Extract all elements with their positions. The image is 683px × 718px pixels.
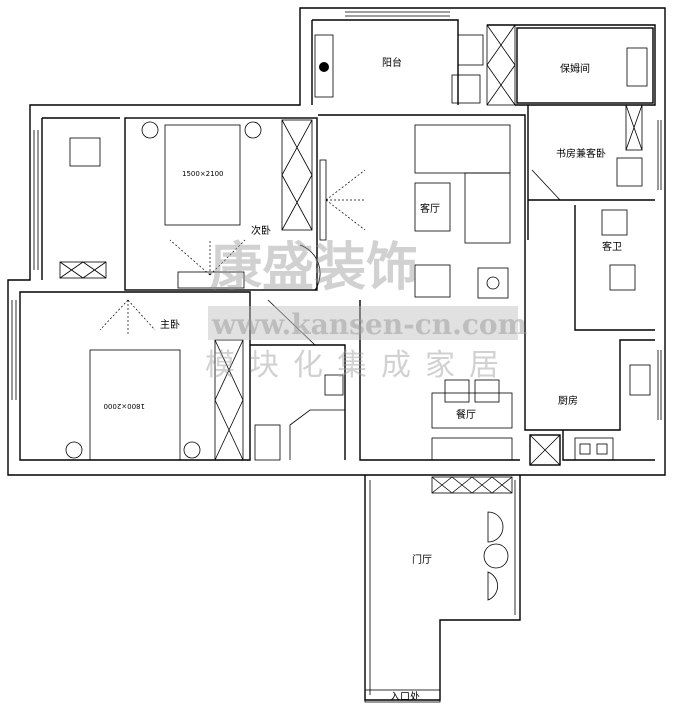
walls [7,7,666,703]
label-second-bedroom: 次卧 [251,224,271,237]
washbasin-icon [457,34,484,66]
armchair-icon [69,137,101,167]
armchair-icon [616,157,643,187]
sideboard [431,437,513,461]
watermark-slogan: 模块化集成家居 [205,348,513,383]
toilet-icon [254,424,281,461]
armchair-icon [414,264,451,298]
label-dining-room: 餐厅 [456,408,476,421]
label-living-room: 客厅 [420,202,440,215]
label-study-guest: 书房兼客卧 [556,147,606,160]
fridge-icon [529,434,561,466]
room-labels: 阳台 保姆间 书房兼客卧 客厅 次卧 主卧 客卫 餐厅 厨房 门厅 入口处 15… [104,56,623,703]
label-balcony: 阳台 [382,56,402,69]
shoe-cabinet [431,476,513,494]
dining-table [431,392,513,429]
watermark-url: www.kansen-cn.com [211,308,527,341]
second-bed-size: 1500×2100 [182,170,224,178]
watermark: 康盛装饰 www.kansen-cn.com 模块化集成家居 [205,238,527,383]
nanny-bed [626,47,648,87]
stove-icon [574,437,614,461]
second-bed [164,124,241,226]
kitchen-sink-icon [629,364,651,396]
sink-icon [601,209,628,236]
furniture [59,24,651,601]
tv-cabinet [319,159,327,241]
balcony-planter [314,34,334,98]
label-guest-bath: 客卫 [602,240,622,253]
coffee-table [414,182,451,232]
toilet-icon [609,264,636,291]
label-master-bedroom: 主卧 [160,318,180,331]
floor-lamp-icon [477,267,509,299]
label-kitchen: 厨房 [558,394,578,407]
plant-icon [319,62,329,72]
label-foyer: 门厅 [412,553,432,566]
label-entrance: 入口处 [390,691,420,703]
windows [11,11,662,420]
watermark-brand: 康盛装饰 [210,238,418,298]
washing-machine-icon [451,74,481,104]
sink-icon [324,374,344,396]
label-nanny-room: 保姆间 [560,62,590,75]
master-bed [89,349,181,461]
master-bed-size: 1800×2000 [104,402,146,410]
